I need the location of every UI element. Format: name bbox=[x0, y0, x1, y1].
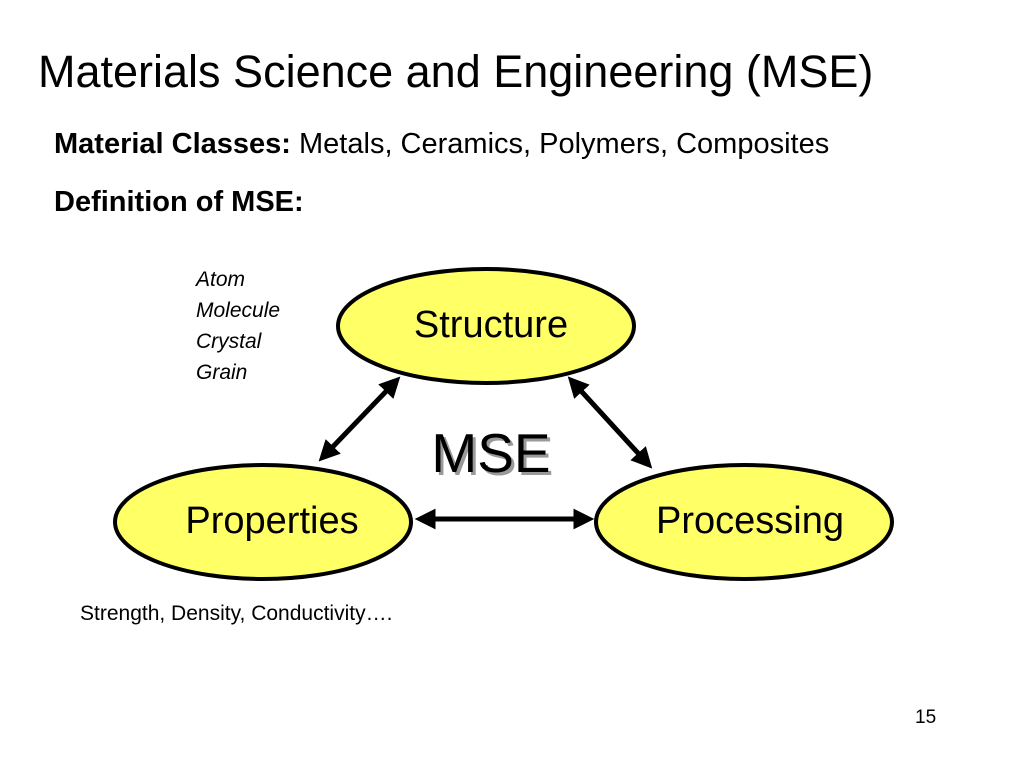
structure-example: Grain bbox=[196, 361, 248, 384]
structure-properties-arrow bbox=[318, 376, 401, 462]
properties-node bbox=[113, 463, 413, 581]
structure-node bbox=[336, 267, 636, 385]
structure-example: Atom bbox=[196, 268, 246, 291]
definition-heading: Definition of MSE: bbox=[54, 186, 304, 218]
structure-examples: Atom Molecule Crystal Grain bbox=[196, 264, 280, 388]
processing-node-label: Processing bbox=[656, 500, 844, 542]
properties-examples: Strength, Density, Conductivity…. bbox=[80, 602, 393, 625]
structure-example: Crystal bbox=[196, 330, 262, 353]
structure-node-label: Structure bbox=[414, 304, 568, 346]
material-classes-list: Metals, Ceramics, Polymers, Composites bbox=[290, 128, 830, 160]
material-classes-label: Material Classes: bbox=[54, 128, 291, 160]
structure-example: Molecule bbox=[196, 299, 281, 322]
mse-center-label-shadow: MSE bbox=[434, 425, 553, 487]
material-classes-line: Material Classes: Metals, Ceramics, Poly… bbox=[54, 126, 829, 162]
slide-title: Materials Science and Engineering (MSE) bbox=[38, 46, 874, 97]
page-number: 15 bbox=[915, 707, 937, 728]
properties-node-label: Properties bbox=[185, 500, 358, 542]
mse-center-label: MSE bbox=[431, 422, 550, 484]
structure-processing-arrow bbox=[567, 376, 653, 469]
processing-node bbox=[594, 463, 894, 581]
